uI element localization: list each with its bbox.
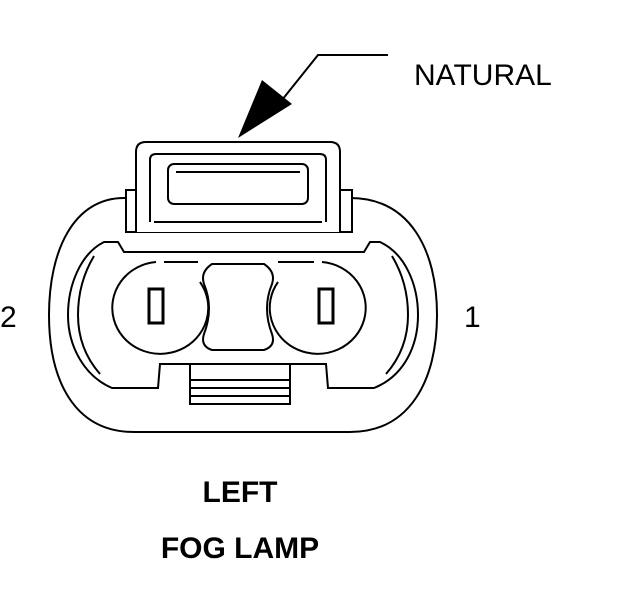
- terminal-cavity-1: [268, 261, 367, 355]
- title-line-1: LEFT: [203, 476, 278, 509]
- terminal-blade-2: [147, 287, 165, 325]
- terminal-blade-1: [317, 287, 335, 325]
- callout-label: NATURAL: [414, 59, 552, 92]
- connector-inner-face: [66, 241, 420, 389]
- callout-leader: [238, 54, 388, 138]
- terminal-cavity-2: [111, 261, 210, 355]
- connector-body: [47, 141, 439, 433]
- callout-arrowhead: [238, 80, 292, 138]
- title-line-2: FOG LAMP: [161, 532, 319, 565]
- pin-label-1: 1: [464, 301, 481, 334]
- latch-tab: [125, 141, 353, 233]
- center-separator: [202, 263, 274, 351]
- connector-outer-housing: [47, 197, 439, 433]
- bottom-key: [189, 363, 291, 405]
- pin-label-2: 2: [0, 301, 17, 334]
